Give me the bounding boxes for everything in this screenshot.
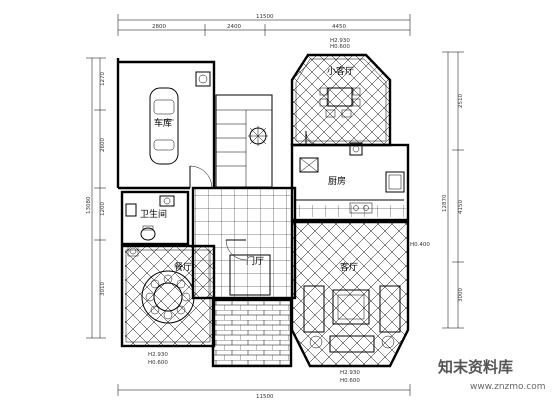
sofa-set [303,285,401,353]
kitchen-fixtures [296,142,405,214]
dim-living-height: H2.930 [340,370,360,376]
dim-left-3: 1200 [100,202,106,216]
dimension-lines [86,14,464,396]
dining-set-small [319,87,361,118]
dim-top-total: 11500 [256,14,274,20]
watermark: 知末资料库 www.znzmo.com [438,358,545,392]
dim-left-4: 3010 [100,282,106,296]
walls [116,53,410,368]
dim-right-1: 2510 [458,94,464,108]
watermark-url: www.znzmo.com [470,382,545,392]
room-label-dining: 餐厅 [174,261,192,273]
dim-left-1: 1270 [100,72,106,86]
dim-bottom-total: 11500 [256,394,274,400]
room-labels: 车库 小客厅 厨房 卫生间 餐厅 门厅 客厅 [140,65,358,273]
dim-top-mid: 2400 [227,24,241,30]
dim-left-total: 13080 [86,196,92,214]
car-icon [149,87,179,165]
room-label-garage: 车库 [154,117,172,129]
room-label-kitchen: 厨房 [328,175,346,187]
dim-right-total: 12870 [442,194,448,212]
floor-finishes [125,55,408,366]
bathroom-fixtures [125,195,175,241]
room-label-bathroom: 卫生间 [140,208,167,220]
dim-small-living-elev: H0.600 [330,44,350,50]
dim-right-3: 3000 [458,288,464,302]
dim-top-left: 2800 [152,24,166,30]
dim-left-2: 2600 [100,138,106,152]
dimension-texts: 11500 2800 2400 4450 H2.930 H0.600 1270 … [86,14,464,400]
washer-icon [195,71,211,87]
furniture [125,71,405,353]
room-label-small-living: 小客厅 [327,65,354,77]
dim-top-right: 4450 [332,24,346,30]
dining-table [141,270,195,324]
plant-icon [248,126,268,146]
room-label-living: 客厅 [340,261,358,273]
dim-dining-height: H2.930 [148,352,168,358]
dim-right-2: 4150 [458,200,464,214]
dim-living-elev: H0.600 [340,378,360,384]
room-label-foyer: 门厅 [246,255,264,267]
watermark-brand: 知末资料库 [438,358,513,376]
dim-dining-elev: H0.600 [148,360,168,366]
dim-kitchen-elev: H0.400 [410,242,430,248]
dim-small-living-height: H2.930 [330,38,350,44]
